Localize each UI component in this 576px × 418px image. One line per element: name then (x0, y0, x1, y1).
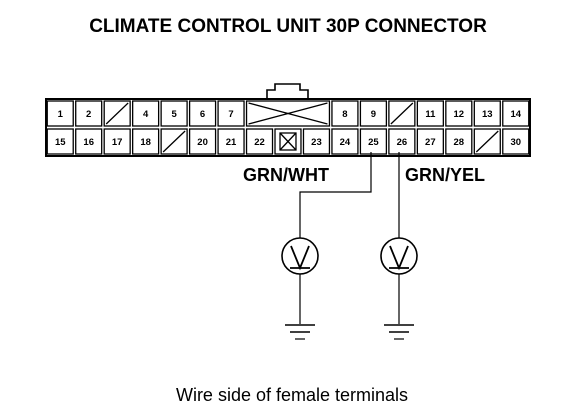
bottom-row-cavity-11 (331, 128, 359, 155)
blank-cavity-cross (279, 132, 297, 151)
terminal-number: 22 (254, 137, 265, 148)
terminal-number: 15 (55, 137, 66, 148)
terminal-number: 1 (58, 109, 64, 120)
terminal-number: 24 (340, 137, 351, 148)
terminal-number: 8 (342, 109, 347, 120)
wire-label-grn-yel: GRN/YEL (405, 165, 485, 185)
bottom-row-cavity-15 (445, 128, 473, 155)
terminal-number: 30 (510, 137, 521, 148)
top-row-cavity-2 (75, 100, 103, 127)
terminal-number: 17 (112, 137, 123, 148)
terminal-number: 26 (397, 137, 408, 148)
terminal-number: 2 (86, 109, 91, 120)
top-row-cavity-1 (46, 100, 74, 127)
blank-cavity-slash (105, 102, 129, 125)
terminal-number: 16 (83, 137, 94, 148)
terminal-number: 4 (143, 109, 149, 120)
terminal-number: 11 (425, 109, 436, 120)
bottom-row-cavity-8 (245, 128, 274, 155)
wire-grn-wht (299, 152, 372, 238)
bottom-row-cavity-13 (388, 128, 416, 155)
terminal-number: 20 (197, 137, 208, 148)
terminal-number: 18 (140, 137, 151, 148)
terminal-number: 25 (368, 137, 379, 148)
terminal-number: 13 (482, 109, 493, 120)
terminal-number: 6 (200, 109, 205, 120)
terminal-number: 14 (510, 109, 521, 120)
terminal-number: 23 (311, 137, 322, 148)
diagram-caption: Wire side of female terminals (176, 385, 408, 405)
latch-cavity-cross (248, 102, 328, 125)
connector-latch (266, 83, 309, 99)
bottom-row-cavity-6 (188, 128, 217, 155)
top-row-cavity-6 (188, 100, 217, 127)
voltmeter-right-icon (380, 237, 418, 275)
top-row-cavity-16 (473, 100, 501, 127)
bottom-row-cavity-14 (416, 128, 444, 155)
top-row-cavity-14 (416, 100, 444, 127)
terminal-number: 21 (226, 137, 237, 148)
blank-cavity-slash (475, 130, 499, 153)
wire-label-grn-wht: GRN/WHT (243, 165, 329, 185)
bottom-row-cavity-2 (75, 128, 103, 155)
terminal-number: 5 (171, 109, 177, 120)
bottom-row-cavity-17 (502, 128, 530, 155)
bottom-row-cavity-12 (359, 128, 388, 155)
bottom-row-cavity-7 (217, 128, 245, 155)
diagram-title: CLIMATE CONTROL UNIT 30P CONNECTOR (89, 16, 487, 37)
bottom-row-cavity-4 (132, 128, 160, 155)
bottom-row-cavity-1 (46, 128, 74, 155)
voltmeter-left-icon (281, 237, 319, 275)
top-row-cavity-17 (502, 100, 530, 127)
bottom-row-cavity-10 (302, 128, 331, 155)
ground-right-icon (384, 324, 414, 340)
bottom-row-cavity-3 (103, 128, 131, 155)
terminal-number: 12 (454, 109, 465, 120)
blank-cavity-slash (390, 102, 414, 125)
top-row-cavity-4 (132, 100, 160, 127)
top-row-cavity-12 (359, 100, 388, 127)
terminal-number: 27 (425, 137, 436, 148)
top-row-cavity-15 (445, 100, 473, 127)
terminal-number: 28 (454, 137, 465, 148)
top-row-cavity-7 (217, 100, 245, 127)
blank-cavity-slash (162, 130, 186, 153)
top-row-cavity-5 (160, 100, 188, 127)
ground-left-icon (285, 324, 315, 340)
terminal-number: 9 (371, 109, 376, 120)
terminal-number: 7 (228, 109, 233, 120)
top-row-cavity-11 (331, 100, 359, 127)
